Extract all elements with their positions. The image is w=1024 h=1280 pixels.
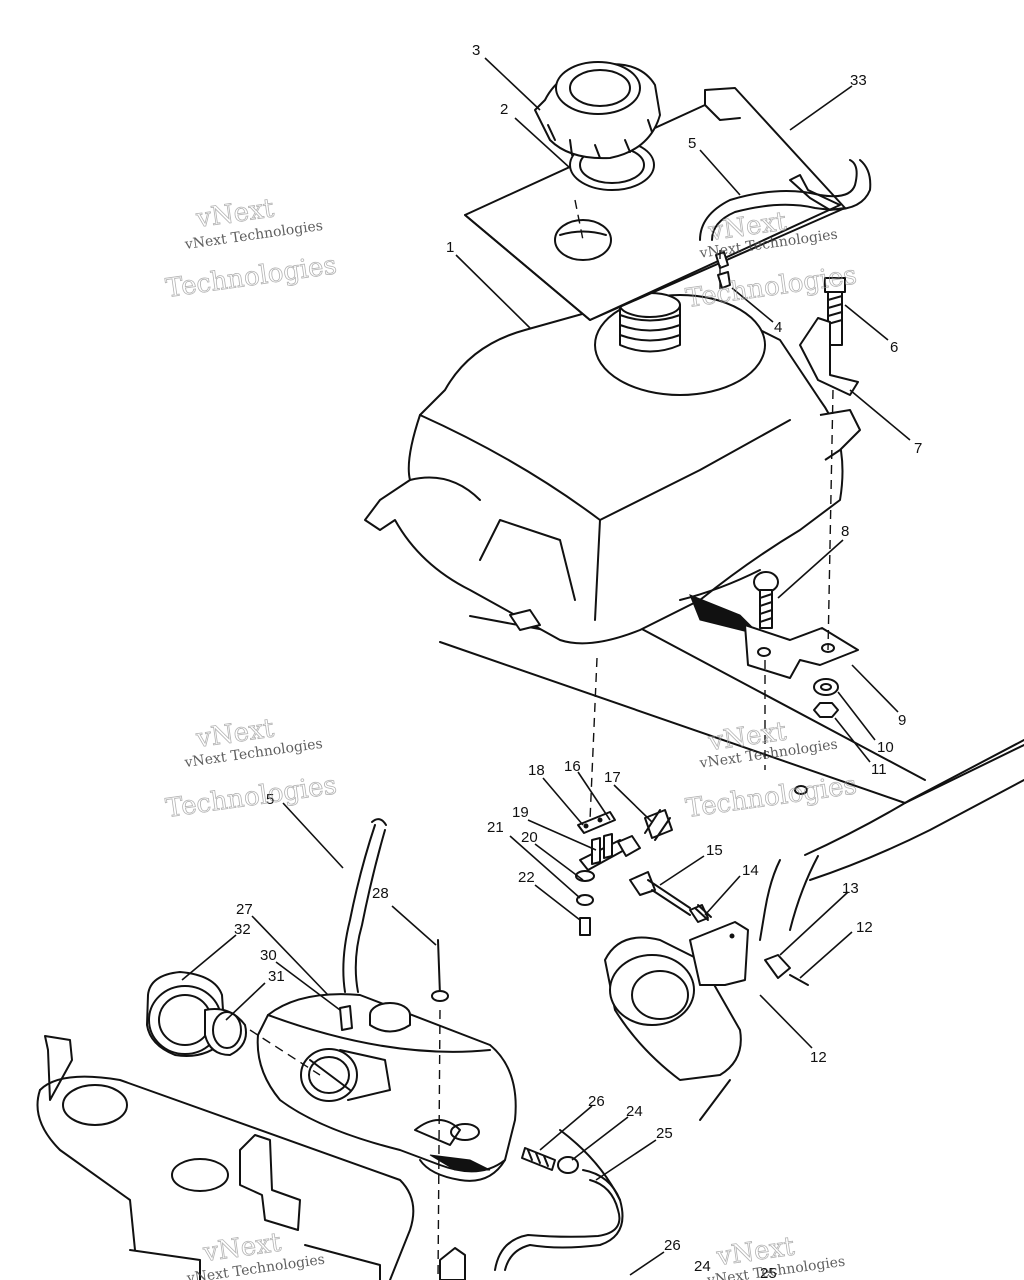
callout-31: 31 — [268, 968, 285, 985]
callout-26: 26 — [664, 1237, 681, 1254]
watermark-4: vNext Technologies vNext Technologies — [684, 716, 859, 824]
mount-hardware-upper — [799, 277, 859, 396]
callout-7: 7 — [914, 440, 922, 457]
lower-fuel-tank — [256, 993, 517, 1182]
callout-24-lower: 24 — [694, 1258, 711, 1275]
callout-22: 21 — [487, 819, 504, 836]
callout-1: 1 — [446, 239, 454, 256]
vent-hose-upper — [699, 159, 872, 289]
callout-23: 22 — [518, 869, 535, 886]
watermark-3: vNext Technologies vNext Technologies — [164, 713, 339, 824]
svg-text:Technologies: Technologies — [684, 770, 859, 824]
watermark-6: vNext vNext Technologies — [705, 1231, 846, 1280]
watermark-5: vNext vNext Technologies — [185, 1227, 326, 1280]
leader-lines — [181, 57, 911, 1276]
callout-18: 17 — [604, 769, 621, 786]
callout-17: 16 — [564, 758, 581, 775]
callout-3: 3 — [472, 42, 480, 59]
callout-15: 14 — [742, 862, 759, 879]
callout-13: 12 — [856, 919, 873, 936]
callout-33: 33 — [850, 72, 867, 89]
fuel-petcock-assembly — [575, 809, 712, 936]
callout-29: 28 — [372, 885, 389, 902]
callout-16: 15 — [706, 842, 723, 859]
callout-4: 4 — [774, 319, 782, 336]
callout-8: 8 — [841, 523, 849, 540]
svg-text:Technologies: Technologies — [164, 250, 339, 304]
intake-coupler — [604, 921, 809, 1081]
callout-5-upper: 5 — [688, 135, 696, 152]
lower-frame — [36, 1035, 466, 1280]
hoses — [342, 809, 671, 1271]
fuel-cap-upper — [534, 61, 661, 191]
callout-5-lower: 5 — [266, 791, 274, 808]
upper-fuel-tank — [364, 292, 861, 645]
callout-30: 30 — [260, 947, 277, 964]
callout-12: 12 — [810, 1049, 827, 1066]
callout-9: 9 — [898, 712, 906, 729]
watermark-1: vNext Technologies vNext Technologies — [164, 193, 339, 304]
callout-6: 6 — [890, 339, 898, 356]
callout-2: 2 — [500, 101, 508, 118]
callout-32: 32 — [234, 921, 251, 938]
callout-11: 11 — [871, 761, 887, 778]
callout-10: 10 — [877, 739, 894, 756]
callout-21: 20 — [521, 829, 538, 846]
callout-25-lower: 25 — [760, 1265, 777, 1280]
frame-rails — [439, 615, 1024, 1201]
callout-19: 18 — [528, 762, 545, 779]
mount-hardware-lower — [744, 571, 859, 718]
heat-shield-plate — [464, 87, 846, 321]
callout-20: 19 — [512, 804, 529, 821]
callout-24-upper: 24 — [626, 1103, 643, 1120]
svg-text:Technologies: Technologies — [164, 770, 339, 824]
callout-27: 26 — [588, 1093, 605, 1110]
callout-28: 27 — [236, 901, 253, 918]
callout-labels: 3 2 33 5 1 4 6 7 8 9 10 11 18 16 17 19 2… — [234, 42, 922, 1280]
callout-14: 13 — [842, 880, 859, 897]
callout-25-upper: 25 — [656, 1125, 673, 1142]
lower-cap-parts — [146, 939, 579, 1174]
